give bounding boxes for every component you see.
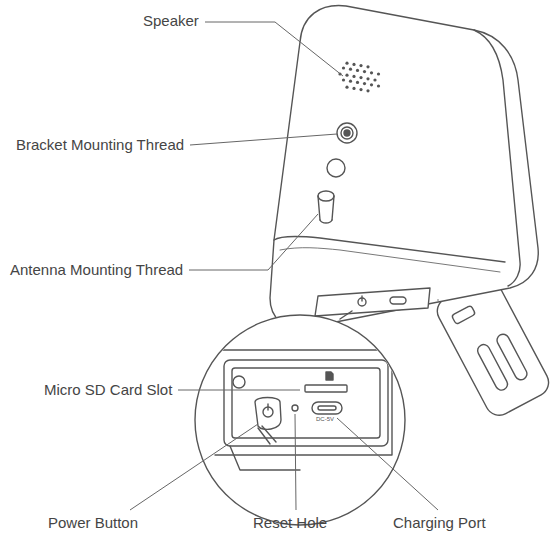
speaker-hole bbox=[373, 78, 376, 81]
speaker-hole bbox=[352, 63, 355, 66]
leader-line bbox=[337, 418, 438, 510]
speaker-hole bbox=[377, 72, 380, 75]
speaker-hole bbox=[356, 81, 359, 84]
speaker-hole bbox=[363, 70, 366, 73]
detail-circle bbox=[195, 315, 405, 525]
speaker-grille bbox=[338, 62, 380, 93]
speaker-hole bbox=[342, 66, 345, 69]
speaker-hole bbox=[359, 76, 362, 79]
part-label: Power Button bbox=[48, 514, 138, 532]
speaker-hole bbox=[352, 87, 355, 90]
speaker-hole bbox=[345, 62, 348, 65]
speaker-hole bbox=[366, 65, 369, 68]
speaker-hole bbox=[345, 74, 348, 77]
speaker-hole bbox=[345, 86, 348, 89]
part-label: Micro SD Card Slot bbox=[44, 381, 172, 399]
leader-line bbox=[190, 134, 337, 145]
speaker-hole bbox=[342, 78, 345, 81]
speaker-hole bbox=[352, 75, 355, 78]
speaker-hole bbox=[349, 80, 352, 83]
speaker-hole bbox=[356, 69, 359, 72]
part-label: Reset Hole bbox=[253, 514, 327, 532]
speaker-hole bbox=[370, 83, 373, 86]
leader-line bbox=[295, 414, 296, 510]
part-label: Speaker bbox=[143, 12, 199, 30]
part-label: Charging Port bbox=[393, 514, 486, 532]
speaker-hole bbox=[359, 64, 362, 67]
part-label: Antenna Mounting Thread bbox=[10, 261, 183, 279]
camera-body bbox=[270, 6, 538, 329]
port-marking: DC-5V bbox=[316, 416, 334, 423]
speaker-hole bbox=[363, 82, 366, 85]
speaker-hole bbox=[359, 88, 362, 91]
antenna-thread bbox=[318, 191, 334, 223]
leader-line bbox=[205, 22, 343, 76]
leader-line bbox=[130, 424, 258, 510]
speaker-hole bbox=[349, 68, 352, 71]
speaker-hole bbox=[377, 84, 380, 87]
speaker-hole bbox=[370, 71, 373, 74]
part-label: Bracket Mounting Thread bbox=[16, 136, 184, 154]
leader-line bbox=[189, 214, 318, 270]
speaker-hole bbox=[366, 89, 369, 92]
speaker-hole bbox=[366, 77, 369, 80]
leader-line bbox=[178, 390, 300, 391]
